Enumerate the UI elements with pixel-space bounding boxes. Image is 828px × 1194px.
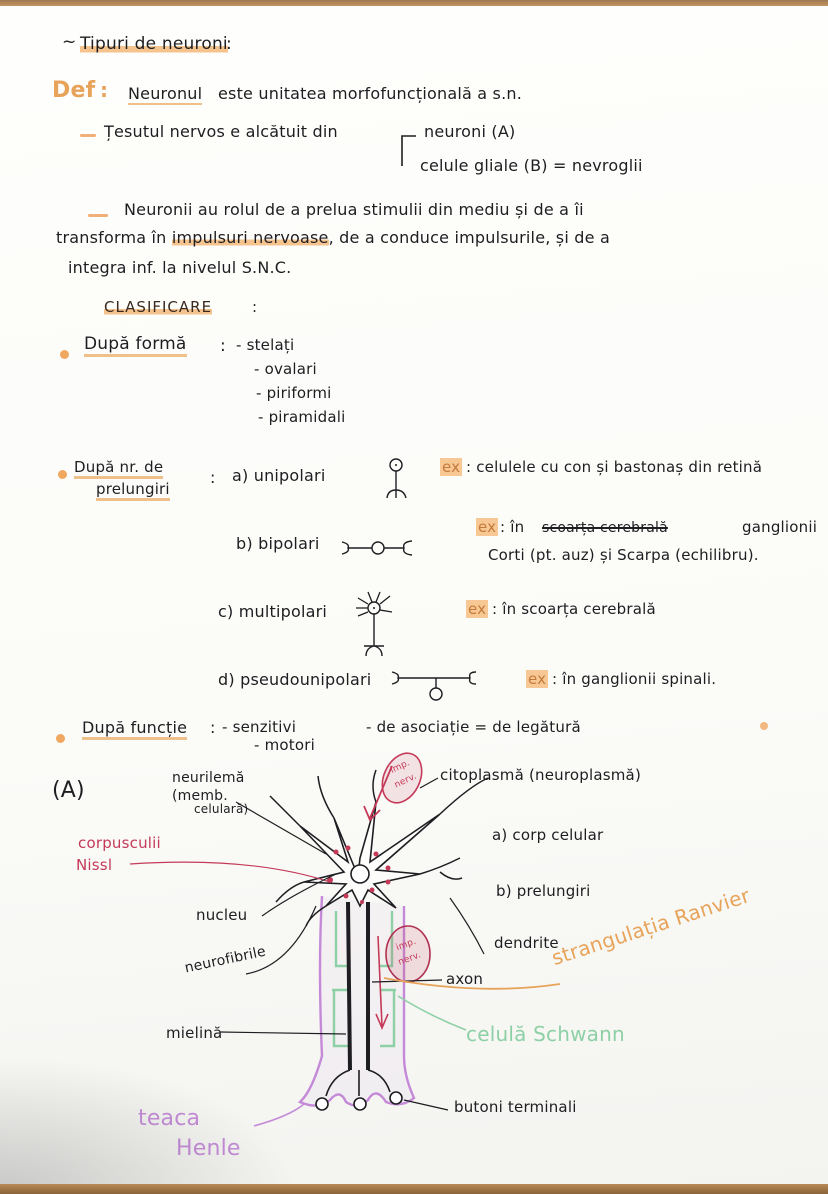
label-nucleu: nucleu xyxy=(196,906,248,924)
by-processes-label-1: După nr. de xyxy=(74,458,164,479)
role-line-3: integra inf. la nivelul S.N.C. xyxy=(68,258,292,277)
example-text-line2: Corti (pt. auz) și Scarpa (echilibru). xyxy=(488,546,759,564)
label-nissl: Nissl xyxy=(76,856,113,874)
role-text: transforma în xyxy=(56,228,167,247)
label-teaca-henle: teaca xyxy=(138,1106,201,1131)
label-neurilema-note: celulară) xyxy=(194,802,249,816)
label-neurilema-note: (memb. xyxy=(172,788,228,804)
label-mielina: mielină xyxy=(166,1024,223,1042)
processes-item-bipolar: b) bipolari xyxy=(236,534,320,553)
page-title: Tipuri de neuroni xyxy=(80,34,228,54)
tissue-component-glia: celule gliale (B) = nevroglii xyxy=(420,156,643,175)
example-text: : în scoarța cerebrală xyxy=(492,600,656,618)
by-shape-label: După formă xyxy=(84,334,187,357)
bracket-icon xyxy=(401,135,416,166)
dash-bullet xyxy=(80,134,96,137)
example-text: ganglionii xyxy=(742,518,818,536)
processes-item-multipolar: c) multipolari xyxy=(218,602,328,621)
example-text: : în ganglionii spinali. xyxy=(552,670,717,688)
shape-item: - stelați xyxy=(236,336,295,354)
by-function-label: După funcție xyxy=(82,718,188,740)
title-colon: : xyxy=(226,34,232,54)
label-colon: : xyxy=(210,468,216,487)
processes-item-unipolar: a) unipolari xyxy=(232,466,326,485)
function-item: - motori xyxy=(254,736,315,754)
dash-bullet xyxy=(88,214,108,217)
label-colon: : xyxy=(210,718,216,737)
example-badge: ex xyxy=(440,458,463,476)
definition-colon: : xyxy=(100,78,109,102)
label-citoplasma: citoplasmă (neuroplasmă) xyxy=(440,766,642,784)
definition-label: Def xyxy=(52,78,96,103)
bipolar-neuron-icon xyxy=(341,540,413,556)
label-colon: : xyxy=(220,336,226,356)
role-line-1: Neuronii au rolul de a prelua stimulii d… xyxy=(124,200,584,219)
bullet-dot xyxy=(60,350,69,359)
label-dendrite: dendrite xyxy=(494,934,559,952)
pseudounipolar-neuron-icon xyxy=(391,671,477,701)
heading-colon: : xyxy=(252,298,258,316)
role-highlight: impulsuri nervoase xyxy=(171,228,329,247)
processes-item-pseudounipolar: d) pseudounipolari xyxy=(218,670,372,689)
example-badge: ex xyxy=(466,600,489,618)
bullet-dot xyxy=(56,734,65,743)
function-item: - de asociație = de legătură xyxy=(366,718,581,736)
by-processes-label-2: prelungiri xyxy=(96,480,170,501)
wood-table-top-edge xyxy=(0,0,828,7)
label-neurilema: neurilemă xyxy=(172,770,245,786)
bullet-dot xyxy=(58,470,67,479)
multipolar-neuron-icon xyxy=(356,591,393,657)
tissue-text: Țesutul nervos e alcătuit din xyxy=(104,122,338,141)
label-prelungiri: b) prelungiri xyxy=(496,882,591,900)
decorative-dot xyxy=(760,722,768,730)
shape-item: - piriformi xyxy=(256,384,332,402)
wood-table-bottom-edge xyxy=(0,1184,828,1194)
shape-item: - piramidali xyxy=(258,408,346,426)
role-text: , de a conduce impulsurile, și de a xyxy=(328,228,610,247)
role-line-2: transforma în impulsuri nervoase, de a c… xyxy=(56,228,610,247)
label-schwann: celulă Schwann xyxy=(466,1022,625,1046)
label-nissl: corpusculii xyxy=(78,834,161,852)
example-text: : celulele cu con și bastonaș din retină xyxy=(466,458,763,476)
unipolar-neuron-icon xyxy=(386,458,407,499)
label-axon: axon xyxy=(446,970,484,988)
definition-subject: Neuronul xyxy=(128,84,203,105)
tissue-component-neurons: neuroni (A) xyxy=(424,122,516,141)
struck-text: scoarța cerebrală xyxy=(542,520,668,536)
definition-text: este unitatea morfofuncțională a s.n. xyxy=(218,84,523,103)
shape-item: - ovalari xyxy=(254,360,317,378)
neuron-diagram xyxy=(129,752,561,1127)
label-teaca-henle: Henle xyxy=(176,1136,241,1161)
title-tilde: ~ xyxy=(62,32,77,52)
diagram-section-label: (A) xyxy=(52,778,85,803)
function-item: - senzitivi xyxy=(222,718,297,736)
classification-heading: CLASIFICARE xyxy=(104,298,213,316)
example-text: : în xyxy=(500,518,525,536)
label-butoni-terminali: butoni terminali xyxy=(454,1098,577,1116)
label-corp-celular: a) corp celular xyxy=(492,826,604,844)
example-badge: ex xyxy=(476,518,499,536)
example-badge: ex xyxy=(526,670,549,688)
notebook-page: ~ Tipuri de neuroni : Def : Neuronul est… xyxy=(0,6,828,1190)
